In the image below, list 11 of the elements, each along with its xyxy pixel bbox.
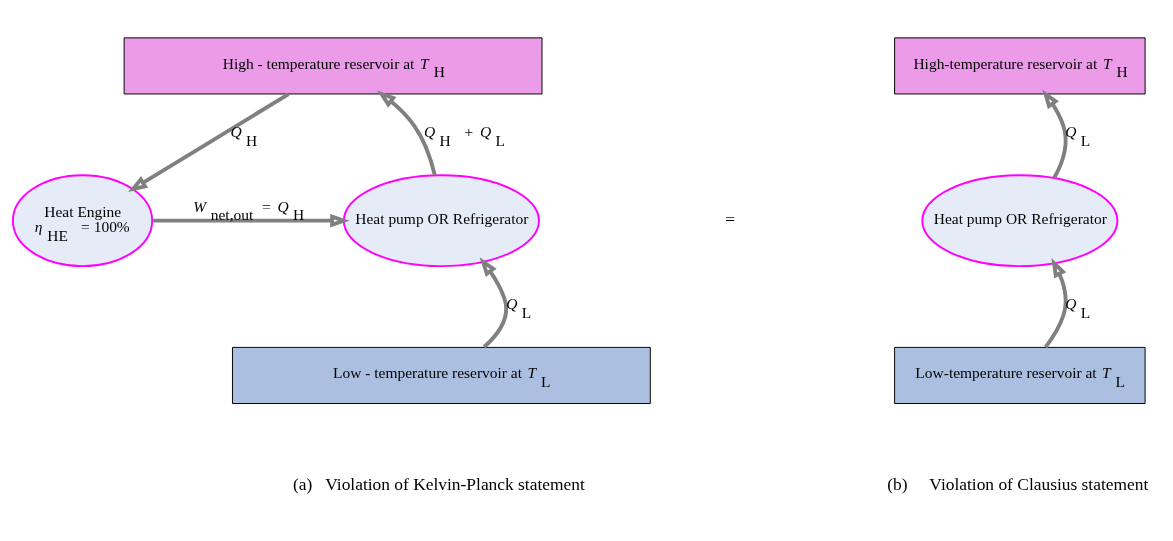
node-ellipse: Heat pump OR Refrigerator bbox=[342, 174, 540, 268]
arrow bbox=[128, 92, 290, 192]
node-ellipse: Heat pump OR Refrigerator bbox=[921, 174, 1119, 268]
label: (a) Violation of Kelvin-Planck statement bbox=[292, 473, 585, 494]
arrow bbox=[152, 213, 350, 228]
arrow bbox=[1044, 258, 1068, 349]
arrow bbox=[479, 257, 508, 349]
arrow bbox=[1042, 89, 1068, 179]
label: (b) Violation of Clausius statement bbox=[887, 473, 1149, 494]
arrow bbox=[376, 90, 437, 176]
label: = bbox=[725, 208, 736, 229]
